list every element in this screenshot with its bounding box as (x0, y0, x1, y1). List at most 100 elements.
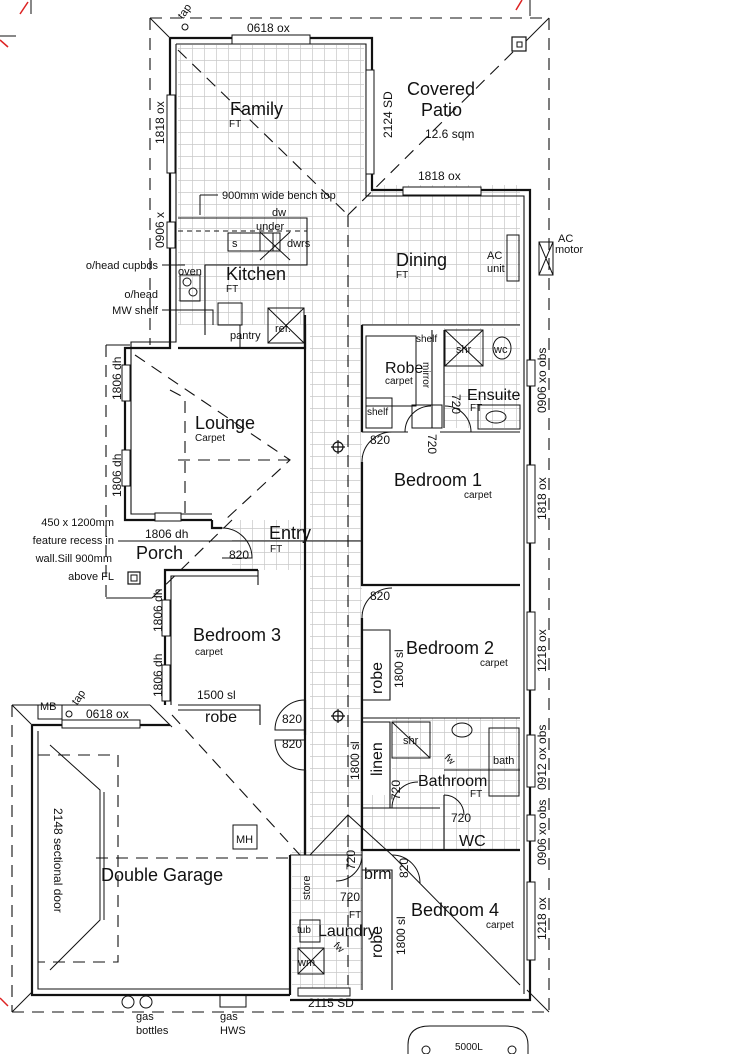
brm-label: brm (364, 866, 392, 883)
bedroom1-floor: carpet (464, 490, 492, 501)
ac-unit-label-1: AC (487, 250, 502, 262)
dining-floor: FT (396, 270, 408, 281)
dim-robe-door: 720 (425, 434, 439, 454)
tap-label-garage: tap (70, 688, 89, 707)
laundry-floor: FT (349, 910, 361, 921)
mb-label: MB (40, 701, 57, 713)
sink-label: s (232, 238, 238, 250)
mw-note-1: o/head (124, 289, 158, 301)
roof-lines (134, 44, 521, 986)
dim-bedroom2-window: 1218 ox (535, 629, 549, 672)
garage-door-frame (38, 744, 290, 971)
dim-bedroom3-door: 820 (282, 712, 302, 726)
robe-bedroom3-label: robe (205, 709, 237, 726)
mirror-label: mirror (420, 362, 431, 389)
dim-ensuite-door: 720 (449, 394, 463, 414)
dw-label-1: dw (272, 207, 286, 219)
robe-master-floor: carpet (385, 376, 413, 387)
dim-wc-door: 720 (451, 811, 471, 825)
porch-label: Porch (136, 543, 183, 563)
dim-bedroom2-robe: 1800 sl (392, 649, 406, 688)
dim-garage-inner-door: 820 (282, 737, 302, 751)
covered-patio-area: 12.6 sqm (425, 127, 474, 141)
kitchen-bench (178, 217, 308, 348)
mw-note-2: MW shelf (112, 305, 159, 317)
entry-floor: FT (270, 544, 282, 555)
bedroom3-label: Bedroom 3 (193, 625, 281, 645)
dim-laundry-inner-door: 720 (340, 890, 360, 904)
dim-bedroom2-door: 820 (370, 589, 390, 603)
dim-lounge-window-2: 1806 dh (110, 454, 124, 497)
ensuite-shower-label: shr (456, 344, 472, 356)
dim-bathroom-window: 0912 ox obs (535, 725, 549, 790)
recess-note-2: feature recess in (33, 535, 114, 547)
cupboards-note: o/head cupbds (86, 260, 159, 272)
windows (61, 34, 536, 997)
leader-lines (118, 194, 362, 542)
ac-motor-label-1: AC (558, 233, 573, 245)
robe-bedroom2-label: robe (369, 662, 386, 694)
ensuite-floor: FT (470, 403, 482, 414)
bench-note: 900mm wide bench top (222, 190, 336, 202)
gas-bottles-label-2: bottles (136, 1025, 169, 1037)
dim-bedroom3-robe: 1500 sl (197, 688, 236, 702)
shelf-label-bottom: shelf (367, 407, 388, 418)
dim-bedroom3-window-1: 1806 dh (151, 589, 165, 632)
manhole-label: MH (236, 834, 253, 846)
ref-label: ref. (275, 323, 291, 335)
family-label: Family (230, 99, 283, 119)
recess-note-3: wall.Sill 900mm (35, 553, 112, 565)
dim-bedroom1-window: 1818 ox (535, 477, 549, 520)
dim-lounge-window-1: 1806 dh (110, 357, 124, 400)
dim-bedroom1-door: 820 (370, 433, 390, 447)
bedroom2-label: Bedroom 2 (406, 638, 494, 658)
linen-label: linen (369, 742, 386, 776)
dim-lounge-bottom-window: 1806 dh (145, 527, 188, 541)
robe-bedroom4-label: robe (369, 926, 386, 958)
lounge-label: Lounge (195, 413, 255, 433)
dim-bedroom3-window-2: 1806 dh (151, 654, 165, 697)
kitchen-label: Kitchen (226, 264, 286, 284)
dim-brm-door: 720 (344, 850, 358, 870)
water-tank-label: 5000L (455, 1042, 483, 1053)
dw-label-2: under (256, 221, 284, 233)
wm-label: wm (297, 957, 315, 969)
dim-garage-window: 0618 ox (86, 707, 129, 721)
dim-bedroom4-window: 1218 ox (535, 897, 549, 940)
ensuite-label: Ensuite (467, 387, 520, 404)
lounge-floor: Carpet (195, 433, 225, 444)
dim-bedroom4-robe: 1800 sl (394, 916, 408, 955)
tub-label: tub (297, 925, 311, 936)
double-garage-label: Double Garage (101, 865, 223, 885)
covered-patio-label-1: Covered (407, 79, 475, 99)
survey-marks (0, 0, 531, 1007)
oven-label: oven (178, 266, 202, 278)
family-floor: FT (229, 119, 241, 130)
tiled-floors (178, 45, 520, 990)
dim-garage-door: 2148 sectional door (51, 808, 65, 913)
wet-area-fixtures (121, 234, 554, 1054)
bathroom-label: Bathroom (418, 773, 487, 790)
dining-label: Dining (396, 250, 447, 270)
ac-motor-label-2: motor (555, 244, 583, 256)
wc-label: WC (459, 833, 486, 850)
dim-dining-window: 1818 ox (418, 169, 461, 183)
dim-family-top-window: 0618 ox (247, 21, 290, 35)
store-label: store (301, 876, 313, 900)
drawers-label: dwrs (287, 238, 311, 250)
bedroom4-floor: carpet (486, 920, 514, 931)
dim-laundry-door: 2115 SD (308, 996, 354, 1010)
ac-unit-label-2: unit (487, 263, 505, 275)
gas-bottles-label-1: gas (136, 1011, 154, 1023)
recess-note-4: above FL (68, 571, 114, 583)
dim-wc-window: 0906 xo obs (535, 800, 549, 865)
bath-shower-label: shr (403, 735, 419, 747)
laundry-label: Laundry (318, 923, 376, 940)
setout-points (37, 23, 527, 723)
dim-patio-door: 2124 SD (381, 91, 395, 138)
entry-label: Entry (269, 523, 311, 543)
doors (221, 405, 472, 884)
bedroom1-label: Bedroom 1 (394, 470, 482, 490)
dim-kitchen-window: 0906 x (153, 212, 167, 248)
